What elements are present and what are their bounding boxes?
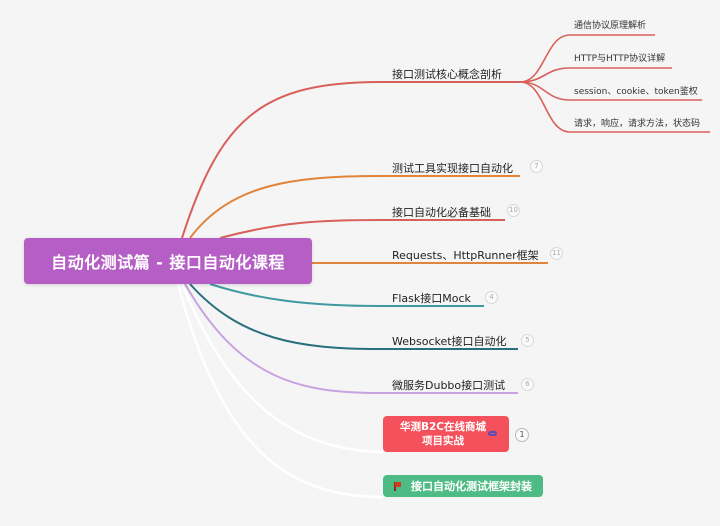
- collapsed-count-badge[interactable]: 4: [485, 291, 498, 304]
- topic-label: 接口自动化必备基础: [392, 206, 491, 219]
- topic-flask-mock[interactable]: Flask接口Mock: [392, 290, 471, 306]
- flag-icon: [393, 481, 403, 491]
- topic-framework-wrapper[interactable]: 接口自动化测试框架封装: [383, 475, 543, 497]
- collapsed-count-badge[interactable]: 7: [530, 160, 543, 173]
- topic-websocket[interactable]: Websocket接口自动化: [392, 333, 507, 349]
- topic-requests-httprunner[interactable]: Requests、HttpRunner框架: [392, 247, 539, 263]
- subtopic-request-response[interactable]: 请求，响应，请求方法，状态码: [574, 116, 700, 129]
- topic-test-tools[interactable]: 测试工具实现接口自动化: [392, 160, 513, 176]
- topic-label-line2: 项目实战: [421, 435, 464, 447]
- topic-label: 接口自动化测试框架封装: [411, 480, 532, 493]
- subtopic-protocol-principles[interactable]: 通信协议原理解析: [574, 18, 646, 31]
- root-topic[interactable]: 自动化测试篇 - 接口自动化课程: [24, 238, 312, 284]
- topic-label: Websocket接口自动化: [392, 335, 507, 348]
- subtopic-session-cookie-token[interactable]: session、cookie、token鉴权: [574, 84, 698, 97]
- topic-label: 测试工具实现接口自动化: [392, 162, 513, 175]
- subtopic-label: session、cookie、token鉴权: [574, 87, 698, 97]
- topic-interface-concepts[interactable]: 接口测试核心概念剖析: [392, 66, 502, 82]
- topic-label-line1: 华测B2C在线商城: [399, 421, 486, 433]
- collapsed-count-badge[interactable]: 10: [507, 204, 520, 217]
- collapsed-count-badge[interactable]: 11: [550, 247, 563, 260]
- collapsed-count-badge[interactable]: 5: [521, 334, 534, 347]
- root-topic-label: 自动化测试篇 - 接口自动化课程: [51, 253, 285, 272]
- topic-automation-basics[interactable]: 接口自动化必备基础: [392, 204, 491, 220]
- topic-dubbo[interactable]: 微服务Dubbo接口测试: [392, 377, 505, 393]
- topic-label: Flask接口Mock: [392, 292, 471, 305]
- subtopic-label: HTTP与HTTP协议详解: [574, 54, 666, 64]
- subtopic-label: 通信协议原理解析: [574, 21, 647, 31]
- topic-label: 微服务Dubbo接口测试: [392, 379, 506, 392]
- topic-b2c-project[interactable]: 华测B2C在线商城 项目实战: [383, 416, 509, 452]
- topic-label: Requests、HttpRunner框架: [392, 249, 539, 262]
- subtopic-http-details[interactable]: HTTP与HTTP协议详解: [574, 51, 665, 64]
- collapsed-count-badge[interactable]: 6: [521, 378, 534, 391]
- link-icon[interactable]: [488, 431, 497, 436]
- subtopic-label: 请求，响应，请求方法，状态码: [574, 119, 701, 129]
- topic-label: 接口测试核心概念剖析: [392, 68, 502, 81]
- collapsed-count-badge[interactable]: 1: [515, 428, 529, 442]
